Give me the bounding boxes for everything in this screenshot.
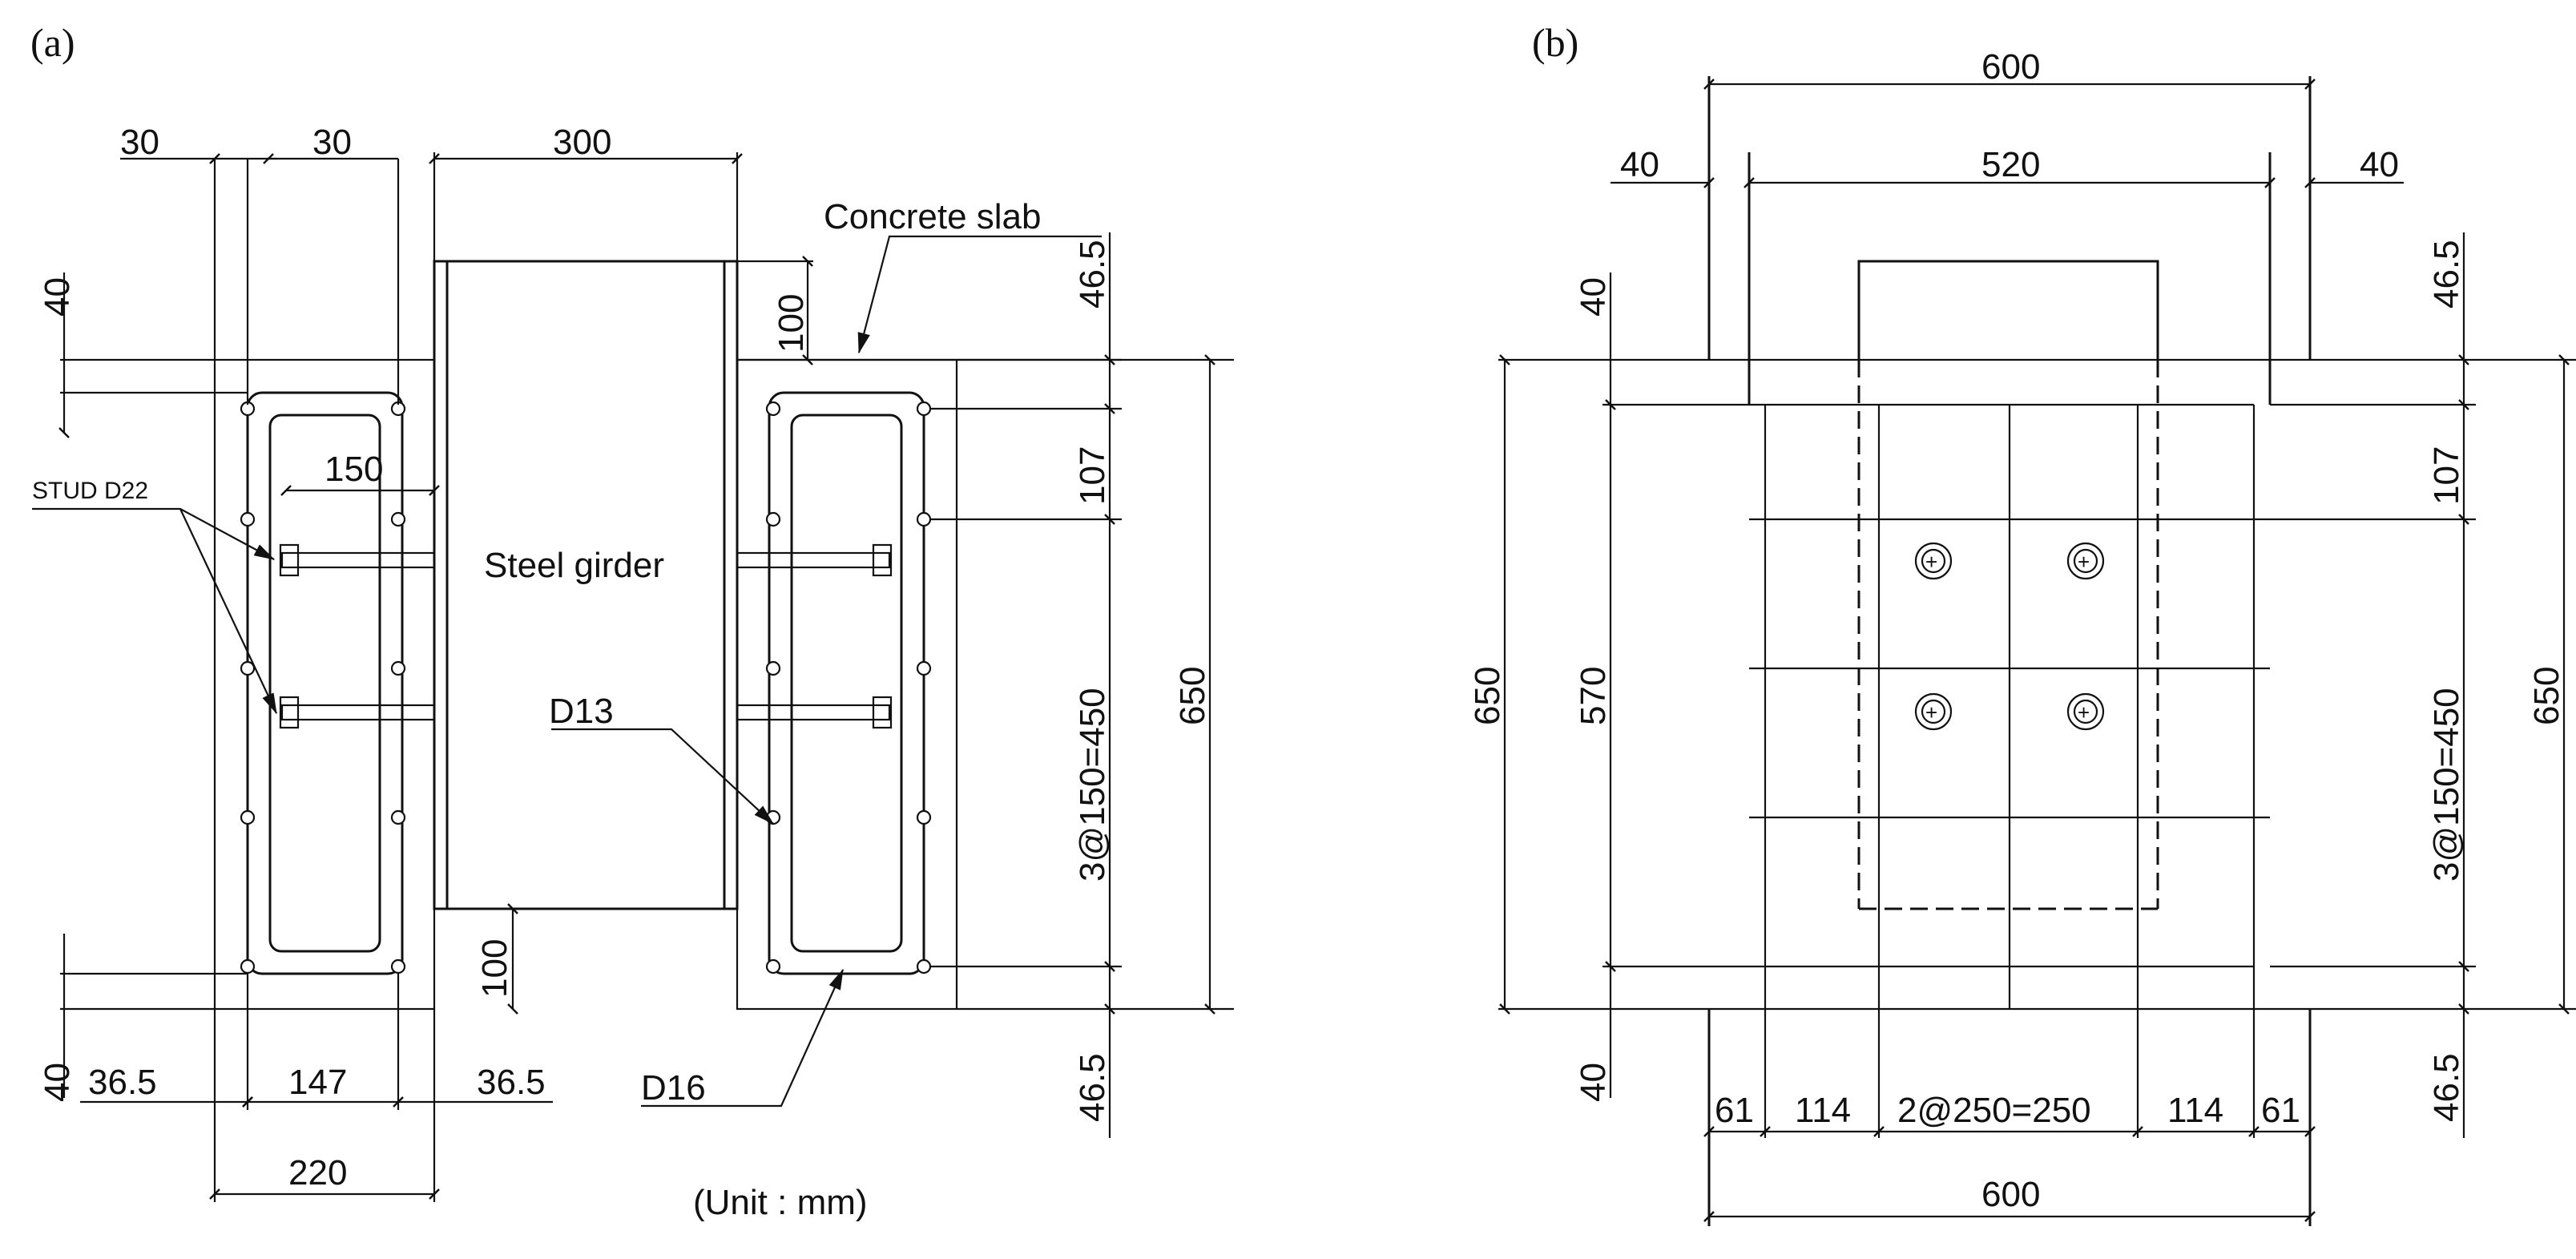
- dim-46-5-top: 46.5: [1073, 240, 1112, 309]
- dim-30-right: 30: [312, 123, 352, 162]
- dim-107-b: 107: [2427, 446, 2466, 505]
- dim-40-vbot: 40: [1574, 1063, 1613, 1102]
- extension-lines-a: [60, 152, 1234, 1202]
- panel-a: (a) Steel girder: [30, 20, 1234, 1222]
- d13-label: D13: [549, 692, 614, 731]
- dim-40-bot: 40: [38, 1063, 77, 1102]
- dim-2-at-250: 2@250=250: [1897, 1091, 2091, 1130]
- dim-46-5-bot-b: 46.5: [2427, 1053, 2466, 1122]
- dim-650-left: 650: [1468, 667, 1507, 725]
- dim-46-5-bot: 46.5: [1073, 1053, 1112, 1122]
- right-stirrup-d16: [768, 391, 925, 975]
- dim-600-top: 600: [1981, 47, 2040, 87]
- dim-40-right: 40: [2360, 145, 2399, 184]
- dimension-lines-a: [58, 153, 1215, 1200]
- dim-220: 220: [288, 1153, 347, 1192]
- dim-147: 147: [288, 1063, 347, 1102]
- dim-100-bot: 100: [475, 939, 514, 998]
- dim-36-5-left: 36.5: [88, 1063, 157, 1102]
- stud-heads-plan: + + + +: [1914, 542, 2105, 731]
- steel-girder-label: Steel girder: [484, 546, 664, 585]
- dim-30-left: 30: [120, 123, 159, 162]
- shear-studs-d22: [279, 543, 893, 729]
- dim-61-right: 61: [2261, 1091, 2300, 1130]
- panel-a-label: (a): [30, 20, 75, 65]
- steel-girder: [433, 260, 739, 910]
- dim-600-bot: 600: [1981, 1175, 2040, 1214]
- dim-36-5-right: 36.5: [477, 1063, 546, 1102]
- dim-40-top: 40: [38, 277, 77, 317]
- dim-107: 107: [1073, 446, 1112, 505]
- dim-520: 520: [1981, 145, 2040, 184]
- slab-plan-outline: [1498, 76, 2576, 1226]
- dim-650: 650: [1173, 667, 1212, 725]
- extension-lines-b: [1602, 403, 2476, 1138]
- dim-40-left: 40: [1620, 145, 1659, 184]
- stud-d22-label: STUD D22: [32, 478, 148, 504]
- concrete-slab-label: Concrete slab: [824, 197, 1041, 236]
- steel-girder-plan: [1857, 260, 2159, 910]
- rebar-grid: [1749, 403, 2270, 1009]
- dim-300: 300: [553, 123, 611, 162]
- svg-text:+: +: [2078, 550, 2090, 574]
- leader-lines-a: [32, 235, 1102, 1108]
- dim-40-vtop: 40: [1574, 277, 1613, 317]
- panel-b-label: (b): [1532, 20, 1578, 65]
- left-stirrup-d16: [246, 391, 404, 975]
- dim-150: 150: [325, 450, 383, 489]
- dim-114-left: 114: [1795, 1091, 1851, 1130]
- svg-text:+: +: [1925, 700, 1937, 724]
- dim-100-top: 100: [772, 294, 811, 353]
- dim-61-left: 61: [1715, 1091, 1754, 1130]
- dim-570: 570: [1574, 667, 1613, 725]
- dim-650-right: 650: [2527, 667, 2566, 725]
- dim-3-at-150-b: 3@150=450: [2427, 688, 2466, 882]
- panel-b: (b): [1468, 20, 2576, 1226]
- dim-114-right: 114: [2167, 1091, 2223, 1130]
- unit-label: (Unit : mm): [693, 1183, 868, 1222]
- d16-label: D16: [641, 1068, 706, 1108]
- svg-text:+: +: [2078, 700, 2090, 724]
- dim-3-at-150: 3@150=450: [1073, 688, 1112, 882]
- svg-text:+: +: [1925, 550, 1937, 574]
- dimension-lines-b: [1499, 79, 2570, 1222]
- dim-46-5-top-b: 46.5: [2427, 240, 2466, 309]
